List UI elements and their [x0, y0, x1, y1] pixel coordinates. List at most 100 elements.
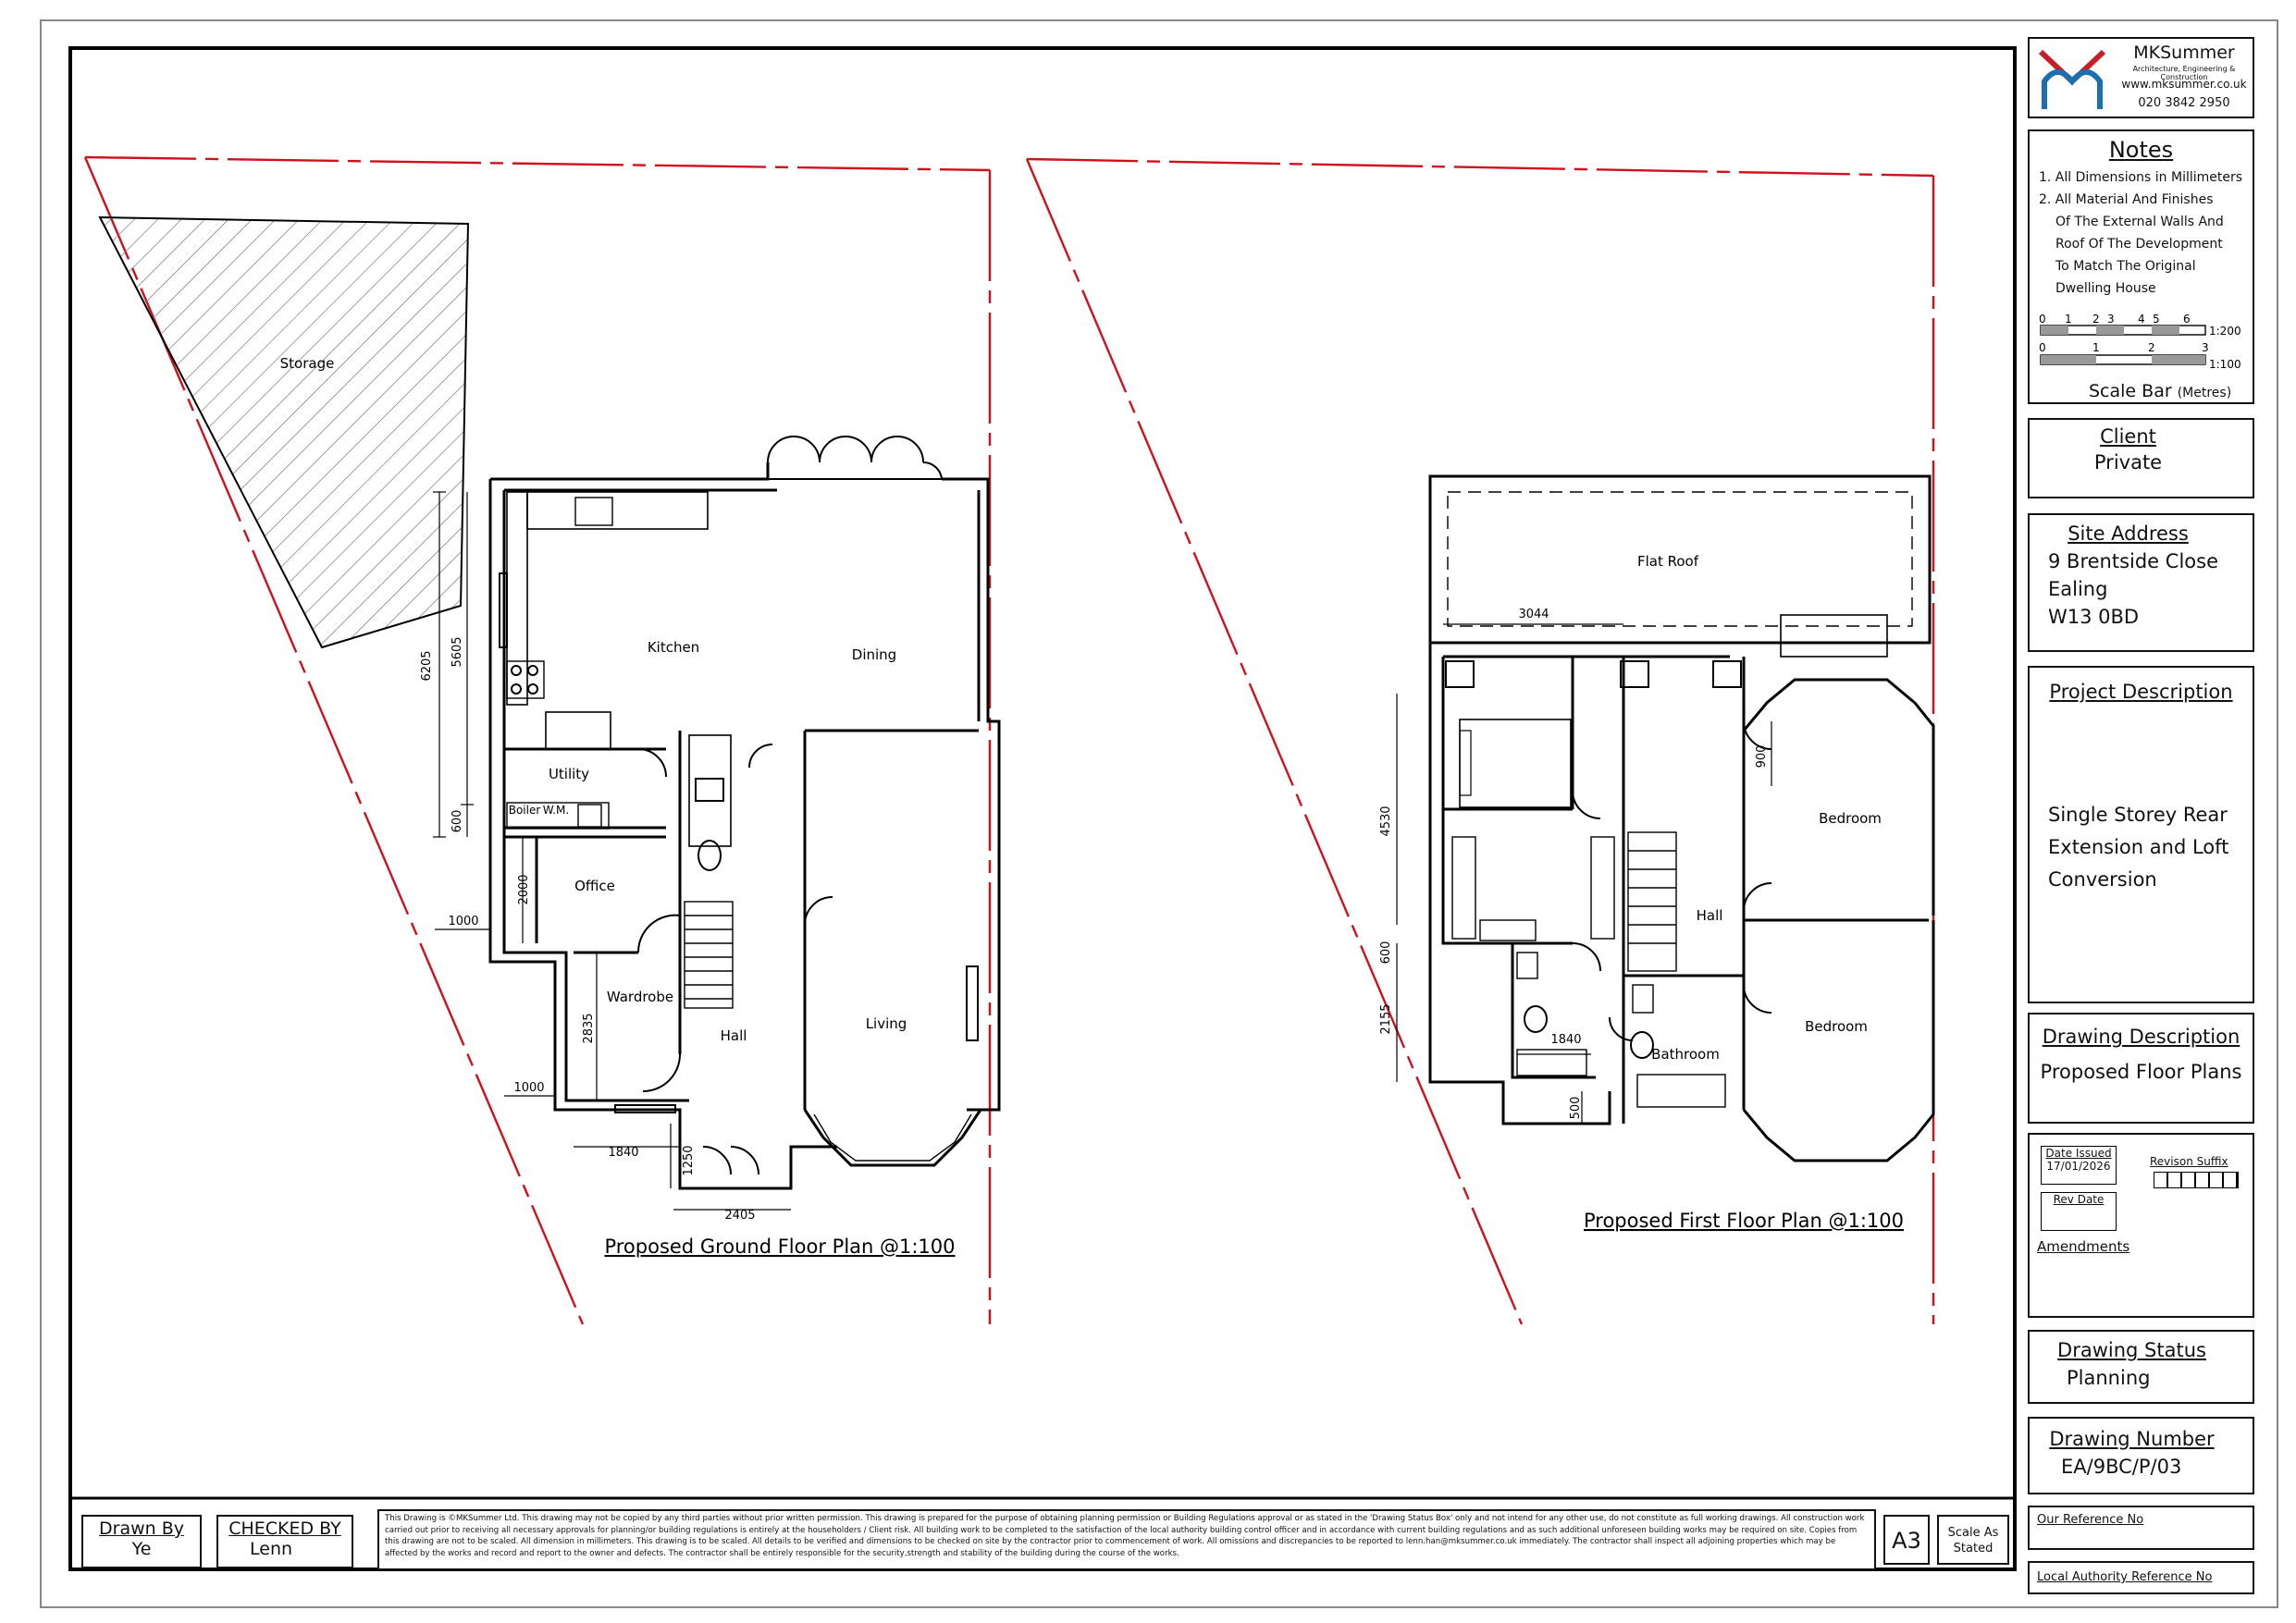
- scale-bar-unit: (Metres): [2177, 386, 2232, 400]
- site-address-line-2: Ealing: [2048, 578, 2108, 600]
- first-hall-label: Hall: [1697, 907, 1723, 924]
- first-floor-caption: Proposed First Floor Plan @1:100: [1584, 1210, 1904, 1232]
- date-issued-label: Date Issued: [2045, 1147, 2112, 1160]
- drawing-description-title: Drawing Description: [2042, 1026, 2240, 1048]
- notes-line-1: 1. All Dimensions in Millimeters: [2039, 170, 2243, 185]
- dim-5605: 5605: [451, 636, 464, 667]
- scale-200-label: 1:200: [2209, 325, 2241, 338]
- dim-600-ff: 600: [1379, 941, 1393, 965]
- site-address-title: Site Address: [2068, 523, 2189, 545]
- ground-boundary-lines: [83, 155, 992, 1325]
- dim-500: 500: [1569, 1097, 1583, 1120]
- site-address-line-3: W13 0BD: [2048, 606, 2140, 628]
- ground-living-label: Living: [866, 1015, 907, 1032]
- disclaimer-box: This Drawing is ©MKSummer Ltd. This draw…: [377, 1509, 1876, 1570]
- project-description-line-3: Conversion: [2048, 868, 2157, 891]
- dim-1840: 1840: [608, 1146, 638, 1160]
- project-description-line-1: Single Storey Rear: [2048, 804, 2228, 826]
- scale-bar-label-text: Scale Bar: [2089, 381, 2172, 401]
- checked-by-label: CHECKED BY: [228, 1518, 341, 1539]
- ground-boiler-label: Boiler: [509, 804, 541, 817]
- drawing-number-value: EA/9BC/P/03: [2061, 1456, 2182, 1478]
- drawing-status-value: Planning: [2067, 1367, 2151, 1389]
- dim-3044: 3044: [1518, 608, 1549, 621]
- scale-bar: 0 1 2 3 4 5 6 1:200 0 1 2 3 1:100: [2039, 313, 2241, 371]
- ground-floor-caption: Proposed Ground Floor Plan @1:100: [604, 1236, 955, 1258]
- drawing-number-block: Drawing Number EA/9BC/P/03: [2028, 1417, 2254, 1494]
- ground-dimension-lines: [433, 491, 791, 1211]
- dim-4530: 4530: [1379, 805, 1393, 836]
- scale-200-tick-4: 4: [2138, 313, 2145, 326]
- company-website: www.mksummer.co.uk: [2121, 78, 2247, 91]
- revisions-block: Date Issued 17/01/2026 Revison Suffix Re…: [2028, 1133, 2254, 1318]
- dim-900: 900: [1755, 745, 1769, 768]
- drawing-number-title: Drawing Number: [2049, 1428, 2215, 1450]
- scale-100-tick-3: 3: [2202, 341, 2209, 354]
- drawing-status-block: Drawing Status Planning: [2028, 1330, 2254, 1404]
- rev-date-box: Rev Date: [2041, 1192, 2117, 1231]
- notes-line-5: To Match The Original: [2055, 259, 2196, 274]
- scale-200-tick-3: 3: [2107, 313, 2115, 326]
- ground-kitchen-label: Kitchen: [648, 639, 699, 656]
- scale-line-2: Stated: [1953, 1542, 1994, 1555]
- ground-wm-label: W.M.: [543, 804, 569, 817]
- drawing-description-block: Drawing Description Proposed Floor Plans: [2028, 1013, 2254, 1124]
- date-issued-value: 17/01/2026: [2046, 1160, 2111, 1173]
- our-reference-title: Our Reference No: [2037, 1513, 2144, 1527]
- company-name: MKSummer: [2133, 43, 2235, 63]
- first-stairs: [1627, 831, 1677, 972]
- notes-block: Notes 1. All Dimensions in Millimeters 2…: [2028, 129, 2254, 404]
- mksummer-logo-icon: [2038, 49, 2106, 109]
- notes-line-6: Dwelling House: [2055, 281, 2156, 296]
- dim-6205: 6205: [420, 650, 434, 681]
- dim-1250: 1250: [682, 1145, 696, 1175]
- drawing-status-title: Drawing Status: [2057, 1339, 2206, 1361]
- our-reference-block: Our Reference No: [2028, 1506, 2254, 1550]
- site-address-line-1: 9 Brentside Close: [2048, 550, 2218, 572]
- revision-suffix-label: Revison Suffix: [2150, 1155, 2228, 1168]
- dim-2405: 2405: [724, 1209, 755, 1223]
- local-authority-reference-block: Local Authority Reference No: [2028, 1561, 2254, 1594]
- client-block: Client Private: [2028, 418, 2254, 498]
- first-walls: [1428, 643, 1929, 1125]
- amendments-label: Amendments: [2037, 1238, 2130, 1255]
- disclaimer-text: This Drawing is ©MKSummer Ltd. This draw…: [385, 1514, 1865, 1558]
- revision-suffix-boxes: [2154, 1172, 2239, 1188]
- scale-200-tick-5: 5: [2153, 313, 2160, 326]
- first-floor-plan: [1025, 157, 1935, 1325]
- paper-size-value: A3: [1892, 1528, 1921, 1554]
- project-description-block: Project Description Single Storey Rear E…: [2028, 666, 2254, 1003]
- scale-100-tick-1: 1: [2092, 341, 2100, 354]
- scale-200-tick-1: 1: [2065, 313, 2072, 326]
- ground-floor-plan: [83, 155, 1001, 1325]
- first-bedroom-a-label: Bedroom: [1819, 810, 1882, 827]
- checked-by-box: CHECKED BY Lenn: [216, 1515, 353, 1568]
- drawn-by-label: Drawn By: [99, 1518, 184, 1539]
- local-authority-reference-title: Local Authority Reference No: [2037, 1570, 2213, 1584]
- project-description-line-2: Extension and Loft: [2048, 836, 2229, 858]
- first-boundary-lines: [1025, 157, 1935, 1325]
- first-flat-roof-label: Flat Roof: [1637, 553, 1699, 570]
- drawn-by-box: Drawn By Ye: [81, 1515, 202, 1568]
- checked-by-value: Lenn: [250, 1539, 293, 1559]
- scale-200-tick-2: 2: [2092, 313, 2100, 326]
- rev-date-label: Rev Date: [2053, 1193, 2105, 1206]
- storage-shed: [98, 215, 470, 649]
- notes-title: Notes: [2108, 137, 2174, 163]
- company-block: MKSummer Architecture, Engineering & Con…: [2028, 37, 2254, 118]
- scale-200-tick-0: 0: [2039, 313, 2046, 326]
- first-bathroom-label: Bathroom: [1651, 1046, 1720, 1063]
- dim-1000-b: 1000: [513, 1081, 544, 1095]
- notes-line-3: Of The External Walls And: [2055, 215, 2224, 229]
- project-description-title: Project Description: [2049, 681, 2233, 703]
- scale-200-tick-6: 6: [2183, 313, 2191, 326]
- date-issued-box: Date Issued 17/01/2026: [2041, 1146, 2117, 1185]
- scale-100-tick-0: 0: [2039, 341, 2046, 354]
- dim-2155: 2155: [1379, 1003, 1393, 1034]
- ground-utility-label: Utility: [549, 766, 589, 782]
- ground-office-label: Office: [574, 878, 615, 894]
- notes-line-4: Roof Of The Development: [2055, 237, 2223, 252]
- dim-600: 600: [451, 810, 464, 833]
- ground-wardrobe-label: Wardrobe: [607, 989, 673, 1005]
